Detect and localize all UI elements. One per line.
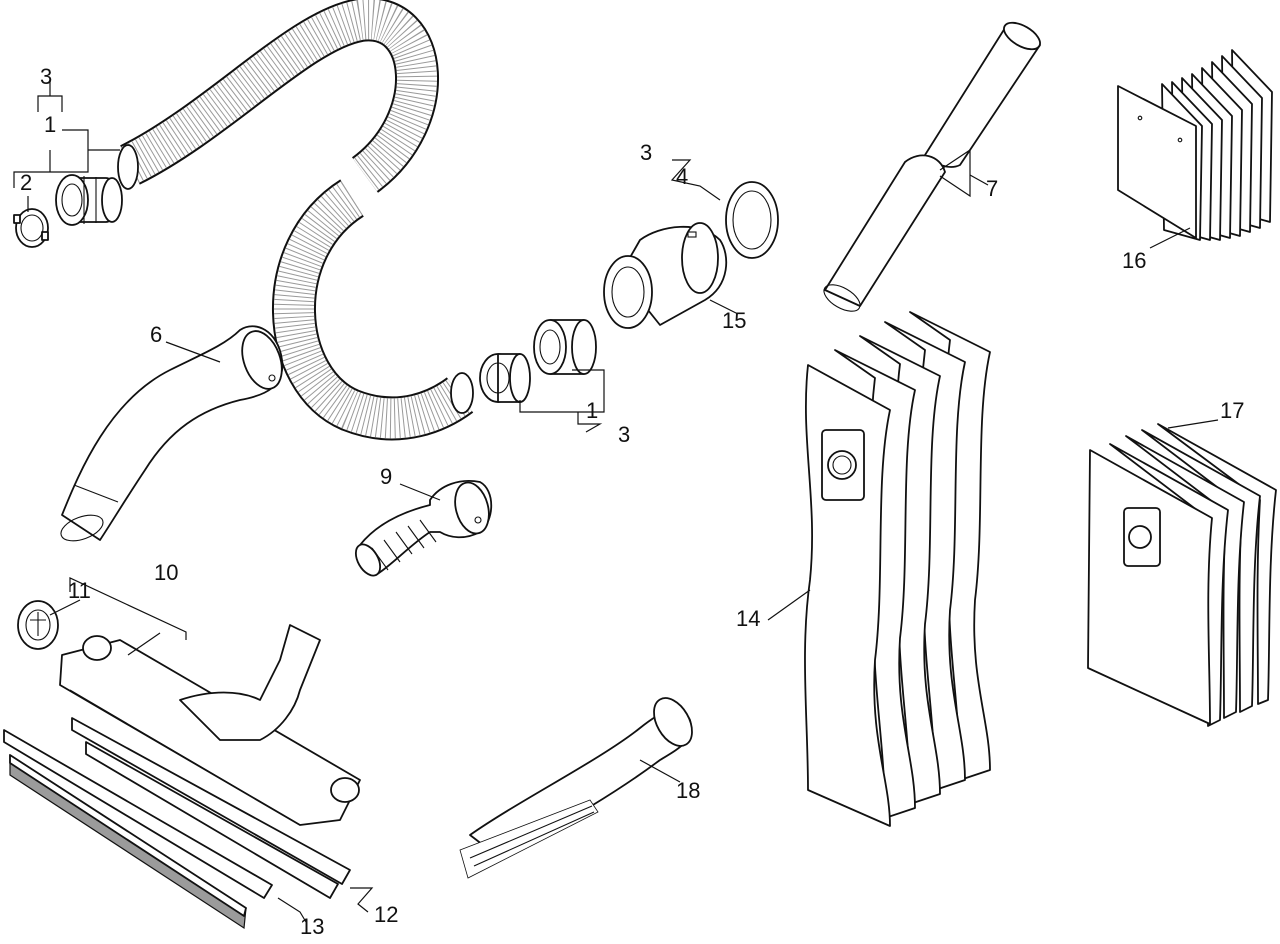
callout-17: 17 — [1220, 398, 1244, 423]
hose-adaptor — [354, 480, 493, 577]
callout-1-top-left: 1 — [44, 112, 56, 137]
leader-lines — [13, 80, 1219, 923]
callout-2: 2 — [20, 170, 32, 195]
callout-6: 6 — [150, 322, 162, 347]
extension-tube-lower — [823, 154, 946, 312]
connector-sleeve-small — [479, 353, 531, 403]
seal-ring — [725, 181, 779, 259]
floor-nozzle — [59, 624, 361, 826]
bent-handle-tube — [60, 325, 284, 542]
callout-11: 11 — [68, 578, 91, 603]
callout-12: 12 — [374, 902, 398, 927]
brush-nozzle — [459, 697, 693, 879]
callout-13: 13 — [300, 914, 324, 939]
callout-10: 10 — [154, 560, 178, 585]
filter-bag-tall-set — [804, 311, 991, 827]
connector-sleeve-large — [533, 319, 597, 375]
callout-3-middle: 3 — [618, 422, 630, 447]
callout-1-middle: 1 — [586, 398, 598, 423]
callout-14: 14 — [736, 606, 760, 631]
hose-connector — [55, 174, 123, 226]
extension-tube-upper — [924, 21, 1041, 168]
callout-7: 7 — [986, 176, 998, 201]
filter-bag-wide-set — [1087, 423, 1277, 727]
filter-bag-pack — [1117, 49, 1273, 241]
squeegee-strips — [3, 717, 351, 930]
callout-16: 16 — [1122, 248, 1146, 273]
callout-labels: 3 1 2 6 9 10 11 12 13 3 4 15 1 3 7 14 16… — [20, 64, 1244, 939]
callout-3-middle-top: 3 — [640, 140, 652, 165]
callout-15: 15 — [722, 308, 746, 333]
inlet-adaptor — [603, 222, 728, 329]
callout-3-top-left: 3 — [40, 64, 52, 89]
callout-9: 9 — [380, 464, 392, 489]
hose-clamp-ring — [13, 208, 49, 248]
suction-hose — [117, 0, 474, 441]
clip-knob — [17, 600, 59, 650]
callout-4: 4 — [676, 164, 688, 189]
callout-18: 18 — [676, 778, 700, 803]
